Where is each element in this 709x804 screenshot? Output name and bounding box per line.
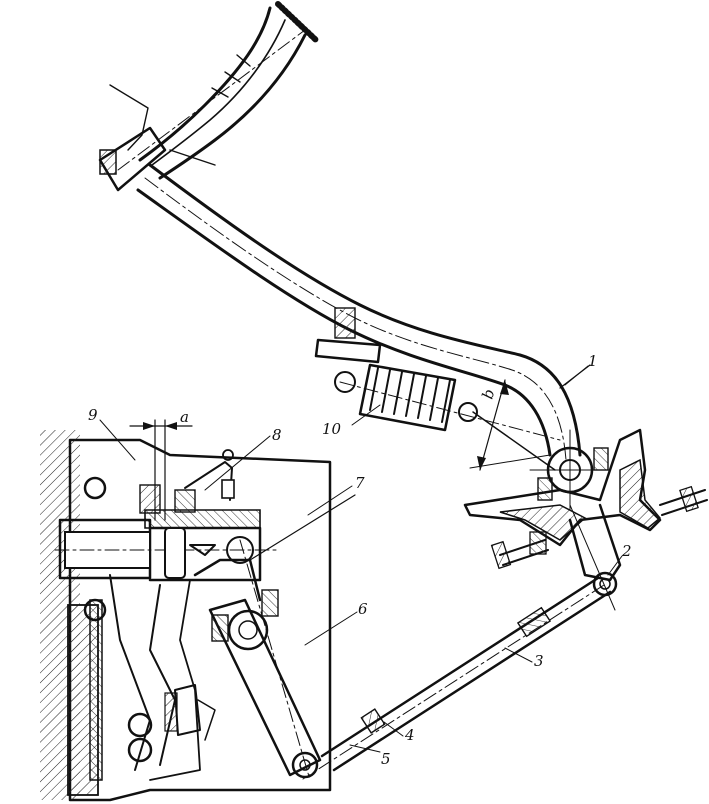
callout-gap-a: a (180, 408, 189, 426)
gap-dimension-b (469, 379, 551, 471)
callout-release-lever: 6 (358, 600, 368, 618)
pedal-pad (98, 1, 319, 192)
leader-lines (99, 365, 623, 753)
callout-return-spring: 10 (322, 420, 342, 438)
release-lever (208, 539, 322, 781)
callout-release-bearing: 9 (88, 406, 98, 424)
callout-pull-rod: 3 (534, 652, 544, 670)
release-fork (193, 494, 356, 602)
pedal-pivot-bracket (463, 428, 708, 570)
gap-dimension-a (129, 419, 193, 521)
callout-lever: 2 (621, 542, 632, 560)
callout-pedal-arm: 1 (588, 352, 598, 370)
callout-rod-end: 5 (381, 750, 391, 768)
clutch-housing-section (40, 430, 332, 802)
pull-rod (302, 576, 612, 780)
return-spring (314, 307, 561, 471)
callout-fork: 7 (355, 474, 365, 492)
callout-lock-nut: 4 (404, 726, 415, 744)
callout-gap-b: b (478, 387, 498, 401)
callout-lube-fitting: 8 (272, 426, 282, 444)
